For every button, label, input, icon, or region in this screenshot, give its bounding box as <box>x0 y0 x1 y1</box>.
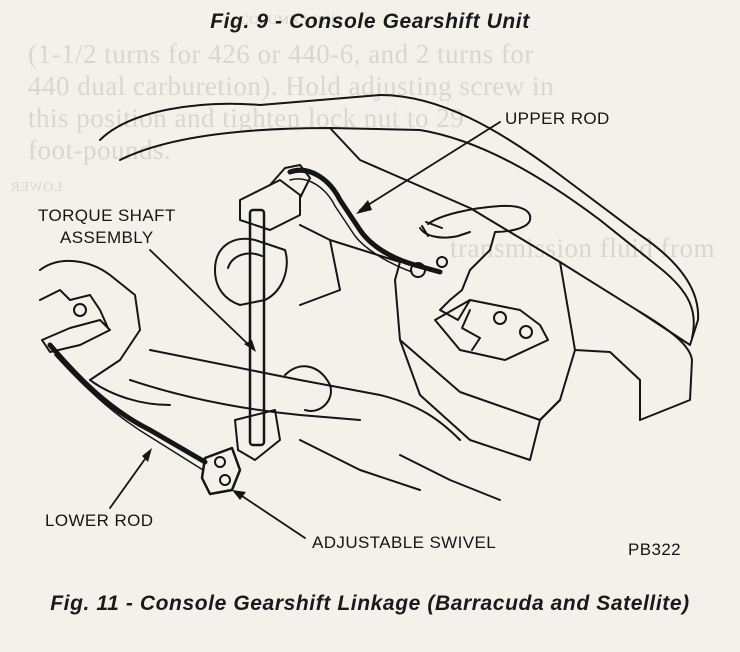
bleed-through-text: 440 dual carburetion). Hold adjusting sc… <box>28 71 555 101</box>
label-torque-shaft-line1: TORQUE SHAFT <box>38 206 176 225</box>
floor-pan <box>399 454 501 501</box>
torque-shaft <box>248 208 266 447</box>
shift-gate <box>461 309 481 351</box>
console-housing <box>639 311 693 421</box>
label-lower-rod: LOWER ROD <box>45 511 154 530</box>
bleed-through-text: (1-1/2 turns for 426 or 440-6, and 2 tur… <box>28 39 534 69</box>
leader-swivel <box>235 491 306 539</box>
shift-gate <box>434 299 549 361</box>
shift-handle <box>419 227 471 239</box>
swivel-nut <box>214 456 226 468</box>
floor-tunnel <box>149 349 461 441</box>
console-housing <box>399 339 541 461</box>
arrowhead-upper-rod <box>356 200 372 214</box>
console-housing <box>539 349 576 421</box>
leader-lower-rod <box>109 451 151 509</box>
console-housing <box>329 127 691 346</box>
transmission-housing <box>89 379 171 406</box>
console-housing <box>394 279 561 421</box>
console-housing <box>559 261 641 421</box>
transmission-lever-pivot <box>73 303 87 317</box>
torque-shaft-mount <box>227 252 263 269</box>
lower-rod <box>47 342 208 465</box>
torque-shaft-upper-arm <box>269 164 311 199</box>
console-housing <box>119 127 695 339</box>
shift-lever <box>439 299 471 321</box>
floor-tunnel <box>299 224 341 306</box>
arrowhead-torque-shaft <box>244 340 256 352</box>
adjustable-swivel <box>200 446 242 496</box>
gate-bolt <box>519 325 533 339</box>
figure-code: PB322 <box>628 540 682 559</box>
upper-rod-clip <box>436 256 448 268</box>
shift-handle <box>427 204 532 301</box>
floor-pan <box>284 365 332 412</box>
label-torque-shaft-line2: ASSEMBLY <box>60 228 154 247</box>
leader-torque-shaft <box>149 249 253 349</box>
swivel-nut <box>219 474 231 486</box>
torque-shaft-bracket <box>239 179 301 231</box>
transmission-lever <box>41 319 111 353</box>
transmission-housing <box>39 259 141 381</box>
leader-upper-rod <box>359 121 501 211</box>
torque-shaft-lower-bracket <box>234 409 281 461</box>
upper-rod-clip <box>410 262 426 278</box>
upper-rod <box>287 167 443 275</box>
floor-pan <box>299 439 421 491</box>
lower-rod <box>54 354 204 471</box>
console-housing <box>99 94 700 346</box>
torque-shaft-mount <box>214 237 288 306</box>
bleed-through-text: COLUMN LOCK <box>240 12 341 27</box>
arrowhead-swivel <box>232 490 246 500</box>
bleed-through-text: this position and tighten lock nut to 29 <box>28 103 465 133</box>
top-figure-caption: Fig. 9 - Console Gearshift Unit <box>210 10 530 33</box>
gate-bolt <box>493 311 507 325</box>
arrowhead-lower-rod <box>142 448 152 462</box>
label-adjustable-swivel: ADJUSTABLE SWIVEL <box>312 533 497 552</box>
floor-tunnel <box>129 379 361 421</box>
shift-handle-button <box>421 221 443 237</box>
transmission-lever <box>69 294 109 329</box>
bottom-figure-caption: Fig. 11 - Console Gearshift Linkage (Bar… <box>50 592 690 615</box>
label-upper-rod: UPPER ROD <box>505 109 610 128</box>
transmission-housing <box>39 289 71 301</box>
